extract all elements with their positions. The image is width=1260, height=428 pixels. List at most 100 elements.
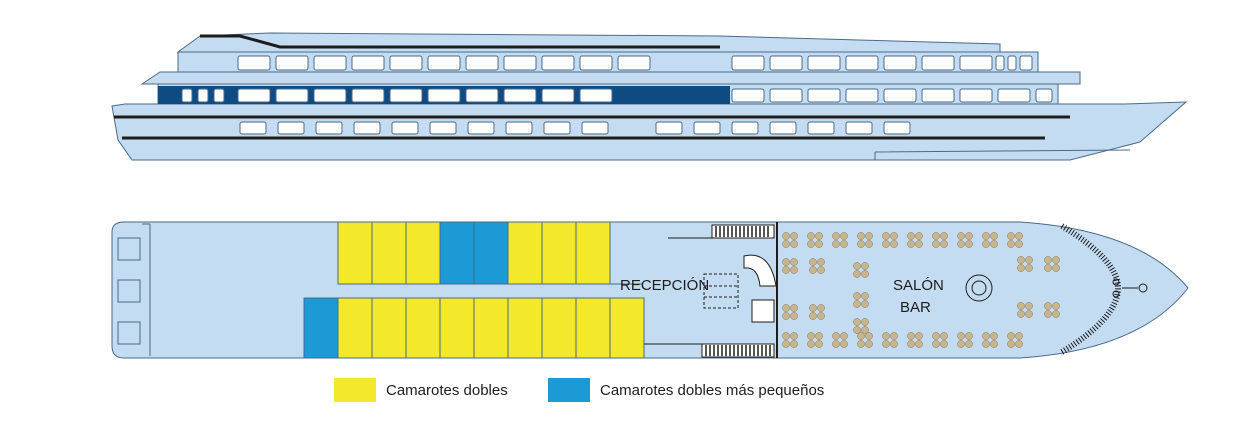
chair — [853, 292, 861, 300]
window — [807, 88, 841, 103]
window — [655, 121, 683, 135]
cabin-yellow — [507, 297, 543, 359]
ship-side-view — [111, 32, 1188, 161]
table-with-chairs — [907, 332, 923, 348]
table-with-chairs — [853, 292, 869, 308]
chair — [940, 232, 948, 240]
table-with-chairs — [1017, 256, 1033, 272]
chair — [807, 232, 815, 240]
window — [883, 121, 911, 135]
chair — [840, 240, 848, 248]
cabin-blue — [439, 221, 475, 285]
window — [313, 55, 347, 71]
table-with-chairs — [809, 258, 825, 274]
chair — [790, 332, 798, 340]
chair — [790, 240, 798, 248]
window — [239, 121, 267, 135]
window — [921, 55, 955, 71]
chair — [865, 340, 873, 348]
chair — [890, 332, 898, 340]
chair — [882, 340, 890, 348]
chair — [853, 262, 861, 270]
window — [997, 88, 1031, 103]
chair — [790, 232, 798, 240]
legend-item-double-cabins: Camarotes dobles — [334, 378, 508, 402]
table-with-chairs — [1007, 332, 1023, 348]
chair — [990, 240, 998, 248]
chair — [861, 262, 869, 270]
cabins-top-row — [337, 221, 611, 285]
table-with-chairs — [832, 232, 848, 248]
chair — [1025, 264, 1033, 272]
chair — [932, 332, 940, 340]
chair — [782, 312, 790, 320]
window — [579, 55, 613, 71]
chair — [1007, 332, 1015, 340]
window — [959, 88, 993, 103]
window — [505, 121, 533, 135]
chair — [1052, 302, 1060, 310]
table-with-chairs — [982, 332, 998, 348]
table-with-chairs — [832, 332, 848, 348]
chair — [840, 340, 848, 348]
chair — [982, 340, 990, 348]
chair — [1015, 232, 1023, 240]
chair — [857, 240, 865, 248]
window — [275, 88, 309, 103]
chair — [782, 232, 790, 240]
chair — [907, 340, 915, 348]
table-with-chairs — [957, 332, 973, 348]
chair — [817, 304, 825, 312]
window — [197, 88, 209, 103]
table-with-chairs — [1044, 256, 1060, 272]
window — [313, 88, 347, 103]
chair — [932, 232, 940, 240]
chair — [809, 266, 817, 274]
chair — [1007, 232, 1015, 240]
window — [883, 55, 917, 71]
chair — [832, 332, 840, 340]
chair — [853, 300, 861, 308]
bar-label: BAR — [900, 299, 931, 316]
cabin-yellow — [371, 297, 407, 359]
chair — [817, 258, 825, 266]
deck-plan-view: RECEPCIÓN SALÓN BAR — [111, 221, 1189, 359]
chair — [840, 232, 848, 240]
cabin-yellow — [473, 297, 509, 359]
table-with-chairs — [957, 232, 973, 248]
upper-overhang — [140, 71, 1081, 85]
chair — [790, 340, 798, 348]
chair — [817, 266, 825, 274]
salon-tables — [782, 232, 1060, 348]
window — [275, 55, 309, 71]
cabin-yellow — [507, 221, 543, 285]
chair — [1007, 240, 1015, 248]
chair — [1015, 240, 1023, 248]
bow-detail — [874, 149, 1131, 160]
cabin-yellow — [371, 221, 407, 285]
window — [541, 55, 575, 71]
chair — [957, 340, 965, 348]
window — [351, 88, 385, 103]
chair — [957, 240, 965, 248]
window — [769, 55, 803, 71]
window — [769, 121, 797, 135]
chair — [861, 326, 869, 334]
window — [581, 121, 609, 135]
window — [213, 88, 225, 103]
table-with-chairs — [807, 332, 823, 348]
table-with-chairs — [807, 232, 823, 248]
upper-windows — [237, 55, 1033, 71]
cabin-yellow — [575, 297, 611, 359]
table-with-chairs — [782, 258, 798, 274]
cabin-yellow — [541, 221, 577, 285]
chair — [1044, 256, 1052, 264]
window — [807, 55, 841, 71]
table-with-chairs — [782, 332, 798, 348]
hull-windows — [239, 121, 911, 135]
chair — [815, 332, 823, 340]
chair — [982, 332, 990, 340]
chair — [965, 332, 973, 340]
chair — [940, 340, 948, 348]
